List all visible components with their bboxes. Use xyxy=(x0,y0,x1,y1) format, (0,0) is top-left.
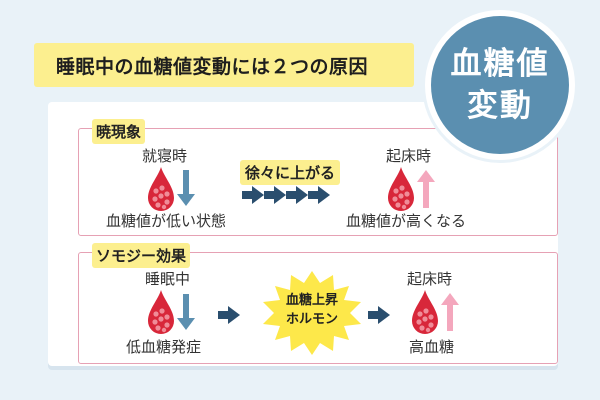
blood-drop-icon xyxy=(148,290,174,334)
somogyi-right-top-label: 起床時 xyxy=(407,270,453,288)
dawn-tag: 暁現象 xyxy=(92,119,146,144)
badge-circle: 血糖値 変動 xyxy=(425,10,575,160)
arrow-right-icon xyxy=(286,186,308,204)
somogyi-tag: ソモジー効果 xyxy=(92,243,191,268)
somogyi-left-top-label: 睡眠中 xyxy=(145,270,191,288)
arrow-right-icon xyxy=(308,186,330,204)
dawn-middle-label: 徐々に上がる xyxy=(240,160,341,185)
badge-line-1: 血糖値 xyxy=(450,46,550,82)
blood-drop-icon xyxy=(412,290,438,334)
arrow-down-icon xyxy=(177,294,195,330)
arrow-right-icon xyxy=(264,186,286,204)
arrow-up-icon xyxy=(417,170,435,208)
somogyi-right-bottom-label: 高血糖 xyxy=(409,338,455,356)
dawn-left-bottom-label: 血糖値が低い状態 xyxy=(106,212,227,230)
arrow-right-icon xyxy=(242,186,264,204)
burst-line-1: 血糖上昇 xyxy=(285,293,338,308)
blood-drop-icon xyxy=(388,167,414,211)
blood-drop-icon xyxy=(148,167,174,211)
banner-title: 睡眠中の血糖値変動には２つの原因 xyxy=(56,56,369,78)
dawn-right-top-label: 起床時 xyxy=(386,147,432,165)
arrow-up-icon xyxy=(441,293,459,331)
title-banner xyxy=(34,43,414,87)
somogyi-left-bottom-label: 低血糖発症 xyxy=(126,338,202,356)
dawn-right-bottom-label: 血糖値が高くなる xyxy=(346,212,467,230)
burst-line-2: ホルモン xyxy=(285,312,338,327)
starburst-shape xyxy=(263,271,361,355)
arrow-right-icon xyxy=(368,306,390,324)
arrow-down-icon xyxy=(177,170,195,206)
dawn-left-top-label: 就寝時 xyxy=(142,147,188,165)
badge-line-2: 変動 xyxy=(467,88,533,124)
arrow-right-icon xyxy=(218,306,240,324)
starburst-text: 血糖上昇 ホルモン xyxy=(272,291,352,329)
